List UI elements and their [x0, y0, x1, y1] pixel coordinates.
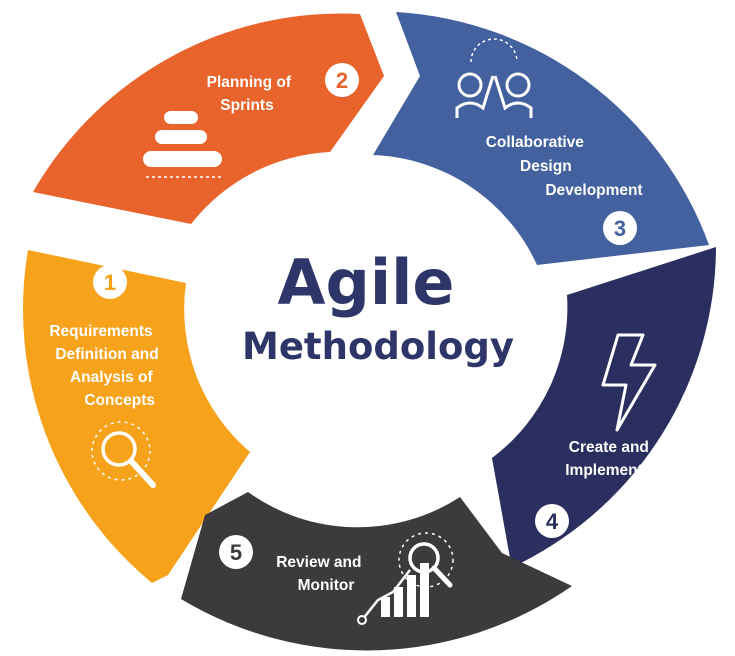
step-4-segment: Create and Implement 4 — [492, 247, 716, 563]
step-3-segment: Collaborative Design Development 3 — [373, 12, 709, 265]
collaboration-icon — [455, 38, 533, 118]
step-1-shape — [23, 250, 250, 583]
center-title: Agile — [278, 246, 455, 319]
step-2-number: 2 — [336, 68, 348, 93]
step-4-number-badge — [535, 504, 569, 538]
stacked-layers-icon — [143, 111, 222, 178]
step-2-label: Planning of Sprints — [207, 74, 296, 114]
step-4-label: Create and Implement — [565, 439, 653, 479]
step-5-number: 5 — [230, 540, 242, 565]
step-1-number: 1 — [104, 270, 116, 295]
magnifier-icon — [91, 421, 156, 488]
step-4-shape — [492, 247, 716, 563]
step-2-number-badge — [325, 63, 359, 97]
step-5-shape — [181, 492, 572, 651]
step-3-shape — [373, 12, 709, 265]
step-3-number: 3 — [614, 216, 626, 241]
step-3-label: Collaborative Design Development — [486, 134, 643, 199]
center-subtitle: Methodology — [242, 325, 514, 368]
step-1-segment: 1 Requirements Definition and Analysis o… — [23, 250, 250, 583]
step-5-label: Review and Monitor — [276, 554, 366, 594]
step-1-label: Requirements Definition and Analysis of … — [49, 323, 163, 409]
step-3-number-badge — [603, 211, 637, 245]
growth-chart-icon — [357, 532, 454, 625]
step-4-number: 4 — [546, 509, 559, 534]
step-2-segment: 2 Planning of Sprints — [33, 13, 384, 224]
step-5-number-badge — [219, 535, 253, 569]
lightning-icon — [601, 333, 657, 432]
step-5-segment: 5 Review and Monitor — [181, 492, 572, 651]
step-2-shape — [33, 13, 384, 224]
step-1-number-badge — [93, 265, 127, 299]
